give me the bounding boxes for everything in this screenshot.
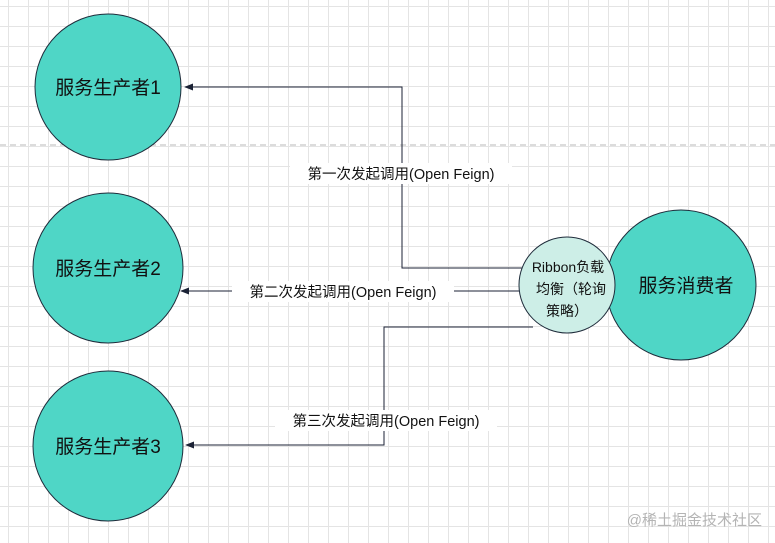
edge-label-call2: 第二次发起调用(Open Feign) <box>232 281 454 302</box>
producer-node-3-label: 服务生产者3 <box>55 436 161 458</box>
producer-node-3: 服务生产者3 <box>32 370 184 522</box>
edge-label-call1: 第一次发起调用(Open Feign) <box>290 163 512 184</box>
consumer-node-label: 服务消费者 <box>638 275 733 297</box>
producer-node-1: 服务生产者1 <box>34 13 182 161</box>
edge-label-call3-text: 第三次发起调用(Open Feign) <box>293 412 480 430</box>
load-balancer-label-line3: 策略） <box>546 303 588 319</box>
consumer-node: 服务消费者 <box>605 209 757 361</box>
watermark: @稀土掘金技术社区 <box>627 512 762 529</box>
producer-node-2-label: 服务生产者2 <box>55 258 161 280</box>
producer-node-1-label: 服务生产者1 <box>55 77 161 99</box>
edge-call3 <box>185 326 533 449</box>
edge-label-call1-text: 第一次发起调用(Open Feign) <box>308 165 495 183</box>
producer-node-2: 服务生产者2 <box>32 192 184 344</box>
load-balancer-label-line2: 均衡（轮询 <box>536 281 606 297</box>
load-balancer-label-line1: Ribbon负载 <box>532 259 604 275</box>
edge-label-call2-text: 第二次发起调用(Open Feign) <box>250 283 437 301</box>
load-balancer-node: Ribbon负载 均衡（轮询 策略） <box>518 236 616 334</box>
edge-label-call3: 第三次发起调用(Open Feign) <box>275 410 497 431</box>
